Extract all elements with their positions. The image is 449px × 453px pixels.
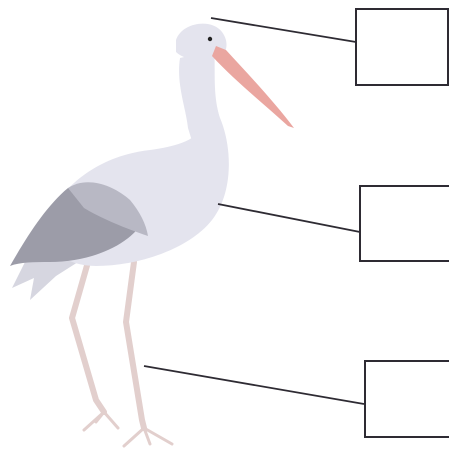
label-box-leg[interactable]	[364, 360, 449, 438]
label-box-head[interactable]	[355, 8, 449, 86]
leader-line-head	[211, 18, 356, 42]
front-foot	[124, 428, 172, 446]
back-foot	[84, 412, 118, 430]
stork-beak	[212, 46, 294, 128]
stork-legs	[72, 262, 172, 446]
leader-line-body	[218, 204, 360, 232]
stork-illustration	[10, 24, 294, 446]
label-box-body[interactable]	[359, 185, 449, 262]
stork-eye-icon	[208, 37, 212, 41]
back-leg	[72, 262, 104, 412]
front-leg	[126, 262, 144, 428]
leader-line-leg	[144, 366, 364, 404]
